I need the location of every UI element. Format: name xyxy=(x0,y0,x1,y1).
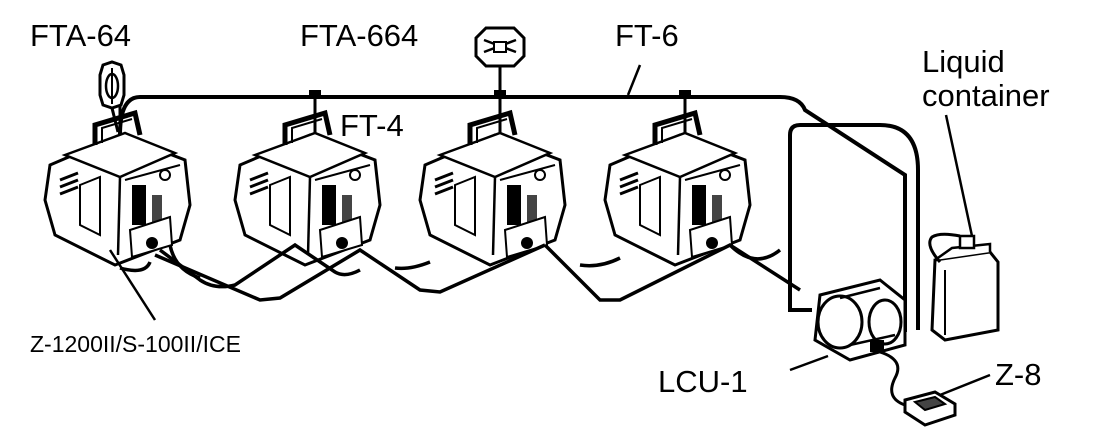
label-ft6: FT-6 xyxy=(615,18,679,53)
fta64-nozzle-icon xyxy=(98,60,126,133)
label-fta64: FTA-64 xyxy=(30,18,131,53)
label-liquid-line1: Liquid xyxy=(922,44,1005,79)
label-liquid-line2: container xyxy=(922,78,1050,113)
lcu-pump-icon xyxy=(813,278,907,362)
label-machine-models: Z-1200II/S-100II/ICE xyxy=(30,331,241,357)
label-lcu1: LCU-1 xyxy=(658,364,748,399)
lcu1-pointer xyxy=(789,354,829,372)
fta664-nozzle-icon xyxy=(474,26,526,97)
label-fta664: FTA-664 xyxy=(300,18,418,53)
liquid-container-pointer xyxy=(944,114,974,237)
z8-pointer xyxy=(939,373,991,397)
jerrycan-icon xyxy=(928,232,1000,342)
z8-cable xyxy=(879,350,906,407)
fog-machine-3 xyxy=(420,113,565,265)
label-z8: Z-8 xyxy=(995,357,1042,392)
machine-models-pointer xyxy=(108,249,157,321)
ft4-chain-lines xyxy=(119,242,801,302)
fog-machine-4 xyxy=(605,113,750,265)
fog-machine-1 xyxy=(45,113,190,265)
label-ft4: FT-4 xyxy=(340,108,404,143)
z8-remote-icon xyxy=(903,390,957,427)
ft6-pointer xyxy=(626,64,642,96)
ft6-main-line xyxy=(118,95,920,332)
